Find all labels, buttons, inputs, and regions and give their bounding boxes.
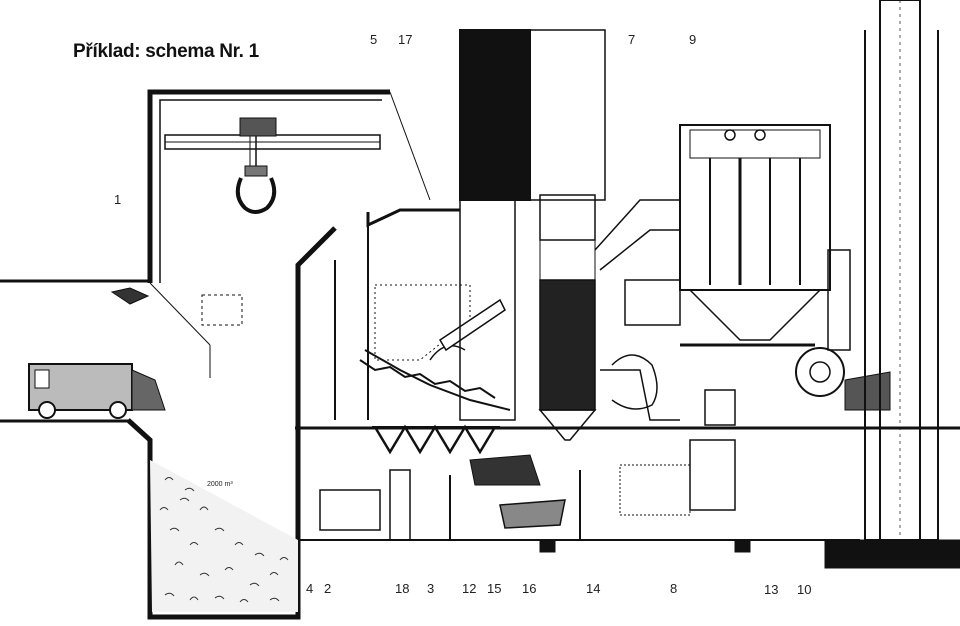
crane: [164, 117, 381, 214]
garbage-truck: [28, 363, 166, 419]
flue-duct: [594, 199, 681, 421]
diagram-title: Příklad: schema Nr. 1: [73, 41, 259, 62]
boiler-building: [334, 91, 460, 420]
label-12: 12: [462, 581, 477, 596]
label-16: 16: [522, 581, 537, 596]
furnace: [359, 284, 511, 455]
label-5: 5: [370, 32, 378, 47]
label-18: 18: [395, 581, 410, 596]
label-8: 8: [670, 581, 678, 596]
label-9: 9: [689, 32, 697, 47]
ash-handling: [319, 439, 751, 553]
tipping-chute: [110, 287, 150, 305]
label-15: 15: [487, 581, 502, 596]
bunker-building: [126, 89, 390, 620]
label-14: 14: [586, 581, 601, 596]
label-10: 10: [797, 582, 812, 597]
label-7: 7: [628, 32, 636, 47]
label-1: 1: [114, 192, 122, 207]
label-3: 3: [427, 581, 435, 596]
label-17: 17: [398, 32, 413, 47]
induced-draft-fan: [704, 249, 891, 426]
bunker-volume-note: 2000 m³: [207, 481, 233, 488]
boiler-tower: [459, 29, 606, 441]
waste-pile: [159, 477, 289, 603]
label-2: 2: [324, 581, 332, 596]
label-4: 4: [306, 581, 314, 596]
chimney-stack: [824, 0, 960, 569]
label-13: 13: [764, 582, 779, 597]
bag-filter: [679, 124, 831, 347]
